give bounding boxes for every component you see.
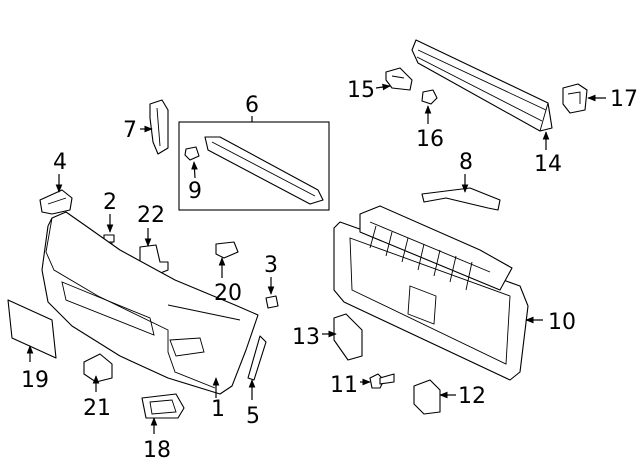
detail-box-6 xyxy=(178,121,330,211)
callout-19: 19 xyxy=(21,368,49,393)
callout-12: 12 xyxy=(458,384,486,409)
callout-10: 10 xyxy=(548,310,576,335)
bracket-12-part xyxy=(413,379,441,415)
sensor-20-part xyxy=(215,241,239,259)
callout-1: 1 xyxy=(211,397,225,422)
callout-5: 5 xyxy=(246,404,260,429)
callout-labels: 1 2 3 4 5 6 7 8 9 10 11 12 13 14 15 16 1… xyxy=(21,78,638,463)
callout-6: 6 xyxy=(245,93,259,118)
callout-15: 15 xyxy=(347,78,375,103)
bracket-7-part xyxy=(149,99,169,155)
bracket-15-part xyxy=(385,67,413,91)
callout-8: 8 xyxy=(459,150,473,175)
callout-17: 17 xyxy=(610,87,638,112)
callout-13: 13 xyxy=(292,325,320,350)
callout-22: 22 xyxy=(137,203,165,228)
callout-2: 2 xyxy=(103,190,117,215)
callout-16: 16 xyxy=(416,127,444,152)
callout-21: 21 xyxy=(83,396,111,421)
clip-3-part xyxy=(265,295,279,309)
callout-11: 11 xyxy=(330,373,358,398)
callout-3: 3 xyxy=(264,253,278,278)
callout-7: 7 xyxy=(123,118,137,143)
clip-16-part xyxy=(421,89,438,105)
bracket-4-part xyxy=(39,189,73,215)
callout-20: 20 xyxy=(214,281,242,306)
strip-5-part xyxy=(247,335,267,381)
callout-4: 4 xyxy=(53,150,67,175)
leader-lines xyxy=(26,83,606,434)
callout-18: 18 xyxy=(143,438,171,463)
license-plate-19-part xyxy=(7,299,57,359)
bumper-cover-part xyxy=(41,211,259,395)
grille-part xyxy=(333,205,529,381)
bracket-21-part xyxy=(83,353,113,383)
bracket-8-part xyxy=(421,187,501,211)
callout-9: 9 xyxy=(188,179,202,204)
bracket-17-part xyxy=(562,83,588,114)
reinforcement-beam-part xyxy=(411,39,553,132)
callout-14: 14 xyxy=(534,152,562,177)
bolt-11-part xyxy=(369,373,395,389)
fog-bezel-18-part xyxy=(141,393,185,419)
panel-13-part xyxy=(333,313,363,361)
